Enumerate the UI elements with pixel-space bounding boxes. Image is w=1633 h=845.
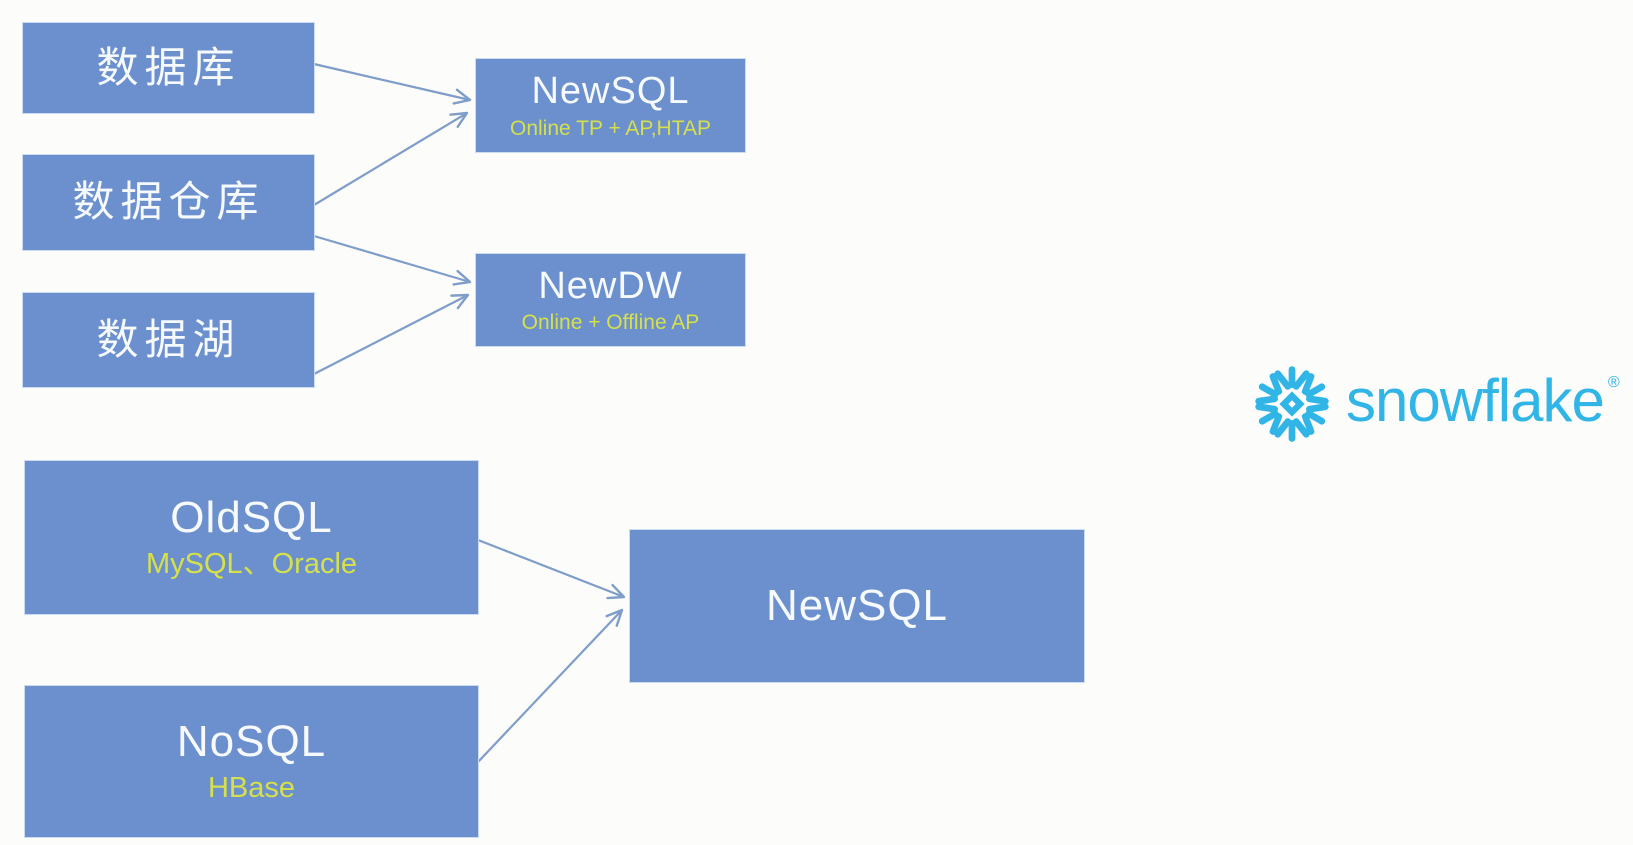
arrow-nosql-to-newsql <box>477 608 624 763</box>
node-database: 数据库 <box>22 22 315 114</box>
node-newsql-htap: NewSQL Online TP + AP,HTAP <box>475 58 746 153</box>
node-newsql-target: NewSQL <box>629 529 1085 683</box>
node-oldsql: OldSQL MySQL、Oracle <box>24 460 479 615</box>
node-newsql-target-title: NewSQL <box>765 580 949 630</box>
node-newsql-htap-subtitle: Online TP + AP,HTAP <box>510 116 711 140</box>
node-newdw-subtitle: Online + Offline AP <box>521 311 700 335</box>
node-oldsql-subtitle: MySQL、Oracle <box>145 548 358 581</box>
arrow-dw-to-newdw <box>313 234 472 286</box>
node-oldsql-title: OldSQL <box>170 492 333 542</box>
arrow-db-to-newsql <box>313 62 472 105</box>
arrow-oldsql-to-newsql <box>477 538 626 600</box>
node-data-lake-label: 数据湖 <box>96 315 241 363</box>
node-database-label: 数据库 <box>96 43 241 91</box>
node-newsql-htap-title: NewSQL <box>531 70 690 113</box>
snowflake-logo: snowflake ® <box>1250 362 1620 446</box>
node-data-warehouse-label: 数据仓库 <box>72 178 265 226</box>
node-newdw: NewDW Online + Offline AP <box>475 253 746 347</box>
node-nosql-title: NoSQL <box>176 716 327 766</box>
arrow-dw-to-newsql <box>313 111 469 206</box>
node-nosql-subtitle: HBase <box>207 772 296 805</box>
arrow-lake-to-newdw <box>313 293 470 375</box>
registered-trademark-mark: ® <box>1607 374 1620 391</box>
node-data-lake: 数据湖 <box>22 292 315 388</box>
node-newdw-title: NewDW <box>538 264 683 307</box>
snowflake-wordmark: snowflake <box>1346 367 1605 434</box>
node-nosql: NoSQL HBase <box>24 685 479 838</box>
snowflake-icon <box>1255 366 1329 442</box>
node-data-warehouse: 数据仓库 <box>22 154 315 251</box>
